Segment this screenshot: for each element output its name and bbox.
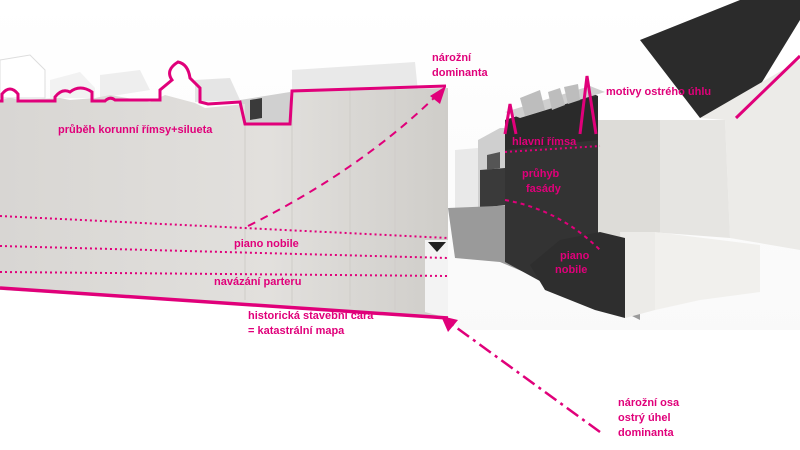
label-building-line-1: historická stavební čára: [248, 310, 374, 322]
right-building-large: [598, 0, 800, 318]
left-facade-corner-face: [425, 240, 448, 318]
label-piano-nobile-right-1: piano: [560, 250, 590, 262]
cornice-silhouette-line: [0, 60, 447, 126]
main-cornice-line: [504, 145, 601, 153]
label-ground-floor-link: navázání parteru: [214, 276, 302, 288]
facade-panel-lines: [244, 89, 396, 310]
building-line-solid: [0, 286, 449, 320]
label-corner-dominant-2: dominanta: [432, 67, 488, 79]
label-facade-bend-2: fasády: [526, 183, 561, 195]
acute-motif-peak-2: [578, 75, 598, 135]
label-corner-axis-2: ostrý úhel: [618, 412, 671, 424]
left-facade: [0, 88, 448, 318]
label-acute-motifs: motivy ostrého úhlu: [606, 86, 712, 98]
label-main-cornice: hlavní římsa: [512, 136, 577, 148]
label-corner-axis-3: dominanta: [618, 427, 674, 439]
left-block-roofscape: [0, 54, 418, 124]
corner-dominant-arrowhead: [430, 86, 446, 104]
facade-bend-line: [504, 199, 601, 251]
corner-notch: [428, 242, 446, 252]
label-corner-dominant-1: nárožní: [432, 52, 472, 64]
label-building-line-2: = katastrální mapa: [248, 325, 345, 337]
corner-dominant-arrow: [247, 95, 437, 227]
label-cornice-silhouette: průběh korunní římsy+silueta: [58, 124, 213, 136]
label-facade-bend-1: průhyb: [522, 168, 560, 180]
label-corner-axis-1: nárožní osa: [618, 397, 680, 409]
annotation-arrowheads: [430, 86, 458, 332]
acute-motif-peak-1: [503, 103, 518, 135]
annotation-lines: [0, 54, 800, 434]
label-piano-nobile-left: piano nobile: [234, 238, 299, 250]
right-roof-edge-line: [734, 54, 800, 120]
right-lower-dark-wall: [530, 232, 625, 318]
label-piano-nobile-right-2: nobile: [555, 264, 588, 276]
corner-axis-arrowhead: [441, 316, 458, 332]
ground-plane: [0, 290, 800, 450]
corner-axis-line: [445, 318, 601, 434]
